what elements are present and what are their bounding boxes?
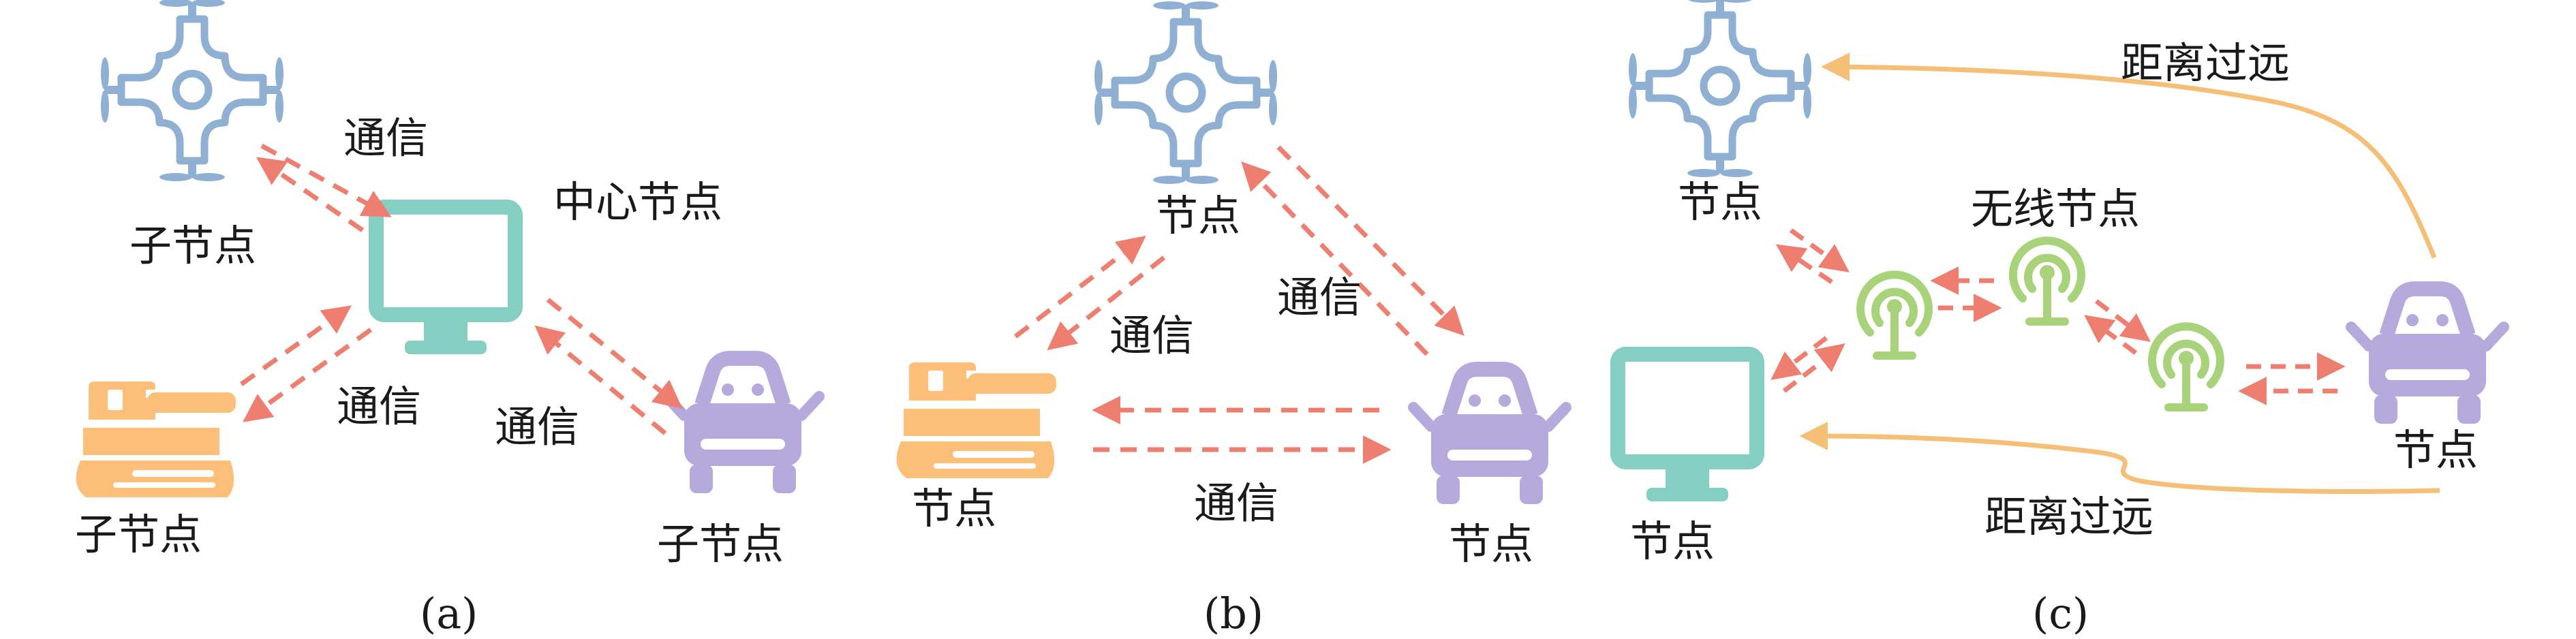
- arrow-c-far-top: [1821, 52, 2437, 259]
- car-label-a: 子节点: [657, 519, 784, 569]
- robot-label-a: 子节点: [75, 510, 202, 559]
- caption-b: (b): [1203, 589, 1263, 638]
- wireless-antenna-icon: [2013, 240, 2081, 326]
- arrow-c-antenna3-to-antenna2: [2084, 315, 2138, 355]
- robot-label-b: 节点: [912, 484, 996, 533]
- far-arrows-c: [1799, 52, 2440, 494]
- car-label-b: 节点: [1449, 519, 1533, 569]
- arrow-c-antenna1-to-monitor: [1770, 336, 1828, 380]
- far-distance-label-top: 距离过远: [2121, 38, 2290, 88]
- arrow-c-monitor-to-antenna1: [1782, 343, 1845, 393]
- comm-label-a-top: 通信: [343, 113, 428, 163]
- drone-icon: [1094, 1, 1277, 184]
- comm-arrows-c: [1770, 228, 2346, 405]
- arrow-b-car-to-drone: [1241, 161, 1429, 356]
- arrow-b-drone-to-robot: [1047, 255, 1166, 351]
- arrow-a-monitor-to-car: [546, 298, 683, 409]
- comm-label-a-right: 通信: [495, 402, 579, 452]
- monitor-label-c: 节点: [1630, 516, 1715, 566]
- robot-vehicle-icon: [76, 381, 236, 497]
- wireless-antenna-icon: [2152, 326, 2220, 411]
- caption-a: (a): [420, 589, 478, 638]
- drone-label-c: 节点: [1678, 177, 1762, 227]
- drone-icon: [1629, 0, 1811, 177]
- arrow-b-drone-to-car: [1276, 145, 1465, 336]
- arrow-a-monitor-to-drone: [256, 157, 364, 232]
- caption-c: (c): [2032, 589, 2089, 638]
- car-icon: [2351, 289, 2504, 424]
- comm-arrows-a: [239, 143, 683, 435]
- robot-vehicle-icon: [896, 362, 1056, 478]
- arrow-c-antenna2-to-antenna3: [2094, 299, 2151, 342]
- wireless-antenna-icon: [1860, 275, 1929, 360]
- car-icon: [666, 358, 819, 493]
- panel-a: 子节点 中心节点 子节点 子节点 通信 通信 通信 (a): [75, 0, 819, 638]
- comm-label-a-left: 通信: [337, 381, 421, 431]
- drone-icon: [101, 0, 283, 181]
- car-label-c: 节点: [2393, 425, 2478, 475]
- comm-label-b-right: 通信: [1277, 272, 1362, 322]
- arrow-a-drone-to-monitor: [260, 143, 392, 217]
- drone-label-a: 子节点: [129, 221, 256, 270]
- panel-b: 节点 节点 节点 通信 通信 通信 (b): [896, 1, 1566, 638]
- arrow-c-far-bottom: [1799, 422, 2440, 494]
- center-node-label: 中心节点: [553, 177, 722, 227]
- comm-label-b-bottom: 通信: [1194, 478, 1278, 528]
- arrow-c-drone-to-antenna1: [1789, 228, 1850, 272]
- far-distance-label-bottom: 距离过远: [1984, 492, 2153, 542]
- arrow-c-antenna1-to-drone: [1775, 244, 1833, 284]
- wireless-node-label: 无线节点: [1971, 184, 2140, 234]
- arrow-a-robot-to-monitor: [239, 305, 352, 386]
- panel-c: 节点 节点 节点 无线节点 距离过远 距离过远 (c): [1618, 0, 2504, 638]
- comm-arrows-b: [1013, 145, 1465, 464]
- drone-label-b: 节点: [1156, 191, 1240, 240]
- monitor-icon: [1618, 354, 1757, 501]
- comm-label-b-left: 通信: [1109, 311, 1194, 360]
- car-icon: [1413, 369, 1566, 504]
- monitor-icon: [376, 207, 515, 354]
